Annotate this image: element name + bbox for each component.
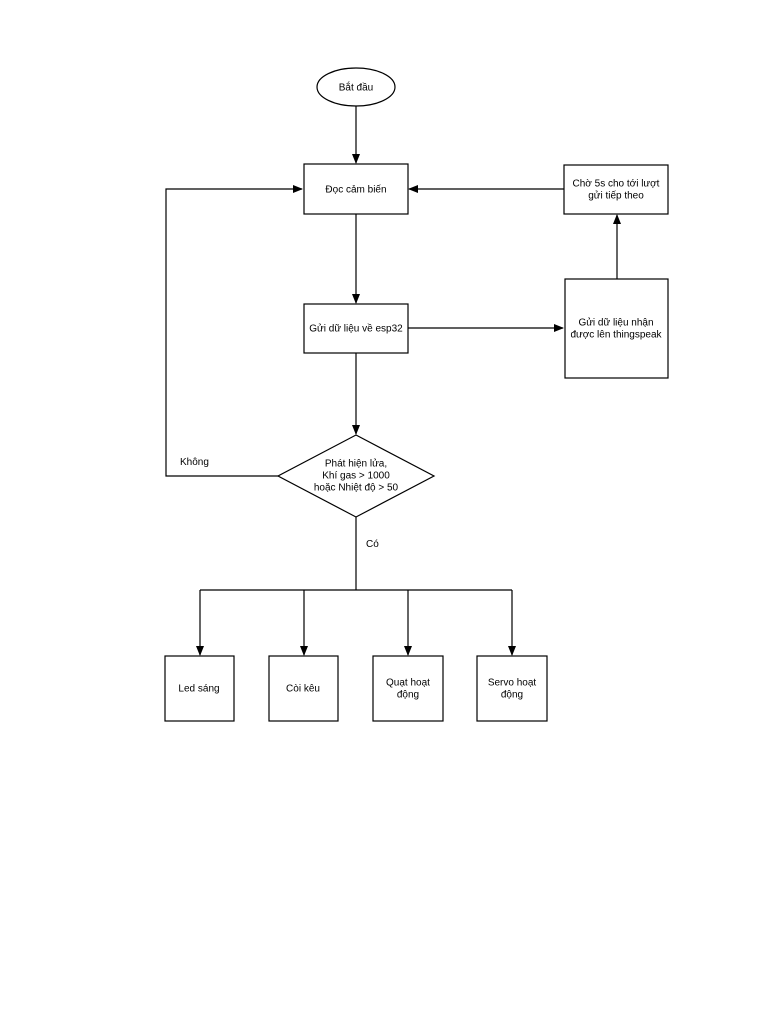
led-box: [164, 655, 235, 722]
label-line: Servo hoạt: [488, 678, 537, 689]
label-line: Led sáng: [178, 684, 219, 695]
read-sensor-label: Đọc cảm biến: [325, 184, 386, 196]
servo-box: [476, 655, 548, 722]
label-line: động: [397, 690, 419, 701]
label-line: Gửi dữ liệu nhận: [578, 317, 653, 329]
connectors: [165, 106, 621, 656]
edge-label-no: Không: [180, 457, 209, 468]
label-line: Còi kêu: [286, 684, 320, 695]
read-sensor-box: [303, 163, 409, 215]
label-line: gửi tiếp theo: [588, 190, 644, 202]
arrow-no-loop-back: [165, 185, 303, 477]
label-line: động: [501, 690, 523, 701]
decision-diamond: [276, 434, 436, 518]
label-line: Đọc cảm biến: [325, 184, 386, 196]
fan-box: [372, 655, 444, 722]
label-line: Khí gas > 1000: [322, 471, 390, 482]
send-esp32-box: [303, 303, 409, 354]
label-line: được lên thingspeak: [570, 330, 662, 341]
wait-box: [563, 164, 669, 215]
buzzer-box: [268, 655, 339, 722]
start-node: [316, 67, 396, 107]
start-label: Bắt đầu: [339, 81, 373, 94]
send-thingspeak-box: [564, 278, 669, 379]
label-line: Bắt đầu: [339, 81, 373, 94]
buzzer-label: Còi kêu: [286, 684, 320, 695]
send-esp32-label: Gửi dữ liệu về esp32: [309, 323, 403, 335]
label-line: Quạt hoạt: [386, 678, 430, 689]
label-line: Chờ 5s cho tới lượt: [573, 179, 660, 190]
label-line: hoặc Nhiệt độ > 50: [314, 483, 399, 494]
label-line: Gửi dữ liệu về esp32: [309, 323, 403, 335]
label-line: Phát hiện lửa,: [325, 458, 387, 470]
led-label: Led sáng: [178, 684, 219, 695]
edge-label-yes: Có: [366, 539, 379, 550]
